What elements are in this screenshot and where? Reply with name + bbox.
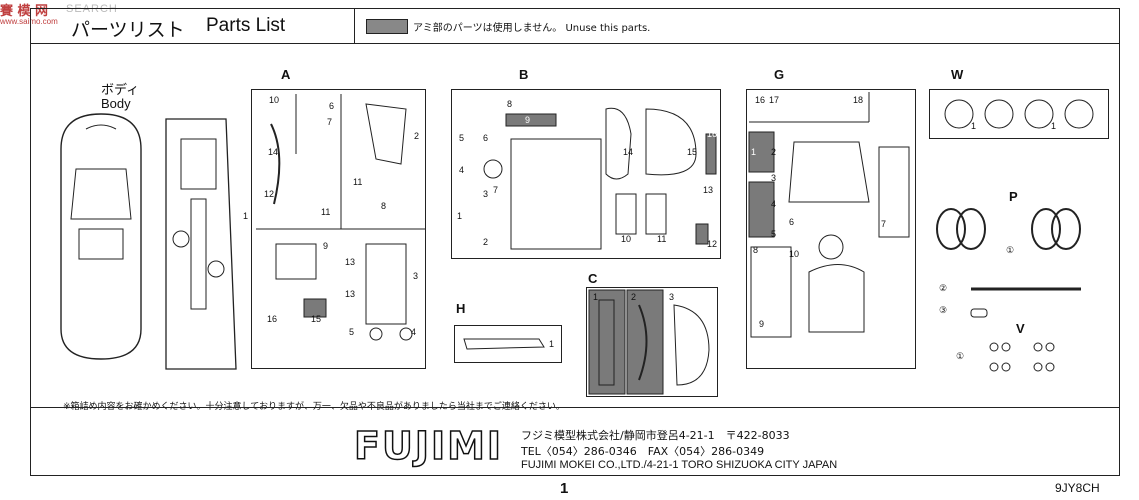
body-drawing [60,113,237,370]
group-b-drawing [483,107,717,250]
part-a-6: 6 [329,101,335,111]
part-b-6: 6 [483,133,489,143]
part-a-11: 11 [321,207,331,217]
part-g-6: 6 [789,217,795,227]
group-g-drawing [748,92,910,338]
part-b-3: 3 [483,189,489,199]
part-a-13b: 13 [345,289,356,299]
body-label-en: Body [101,96,131,111]
document-code: 9JY8CH [1055,481,1100,495]
part-a-7: 7 [327,117,333,127]
company-address-en: FUJIMI MOKEI CO.,LTD./4-21-1 TORO SHIZUO… [521,459,838,471]
part-b-16: 16 [707,129,718,139]
group-p-label: P [1009,189,1018,204]
part-a-16: 16 [267,314,278,324]
part-a-14: 14 [268,147,279,157]
group-h-runner [454,325,562,363]
part-b-14: 14 [623,147,634,157]
watermark-search: SEARCH [66,3,118,15]
part-a-9: 9 [323,241,329,251]
part-p-3: ③ [939,305,948,315]
unuse-note: アミ部のパーツは使用しません。 Unuse this parts. [413,23,651,34]
parts-sheet: パーツリスト Parts List アミ部のパーツは使用しません。 Unuse … [30,8,1120,476]
packing-note: ※箱詰め内容をお確かめください。十分注意しておりますが、万一、欠品や不良品があり… [63,402,565,412]
fujimi-logo: FUJIMI [353,423,504,469]
title-en: Parts List [206,15,286,36]
part-a-3: 3 [413,271,419,281]
body-label-jp: ボディ [101,83,140,98]
part-c-1: 1 [593,292,599,302]
body-part-number: 1 [243,211,249,221]
company-address-jp: フジミ模型株式会社/静岡市登呂4-21-1 〒422-8033 [521,429,790,442]
part-a-11b: 11 [353,177,363,187]
company-phone: TEL〈054〉286-0346 FAX〈054〉286-0349 [521,445,765,458]
group-b-label: B [519,67,529,82]
group-v-label: V [1016,321,1025,336]
part-b-7: 7 [493,185,499,195]
part-g-1: 1 [751,147,757,157]
part-g-7: 7 [881,219,887,229]
part-a-8: 8 [381,201,387,211]
part-g-17: 17 [769,95,780,105]
part-a-5: 5 [349,327,355,337]
part-g-16: 16 [755,95,766,105]
group-a-label: A [281,67,291,82]
footer-divider [31,407,1119,408]
group-w-label: W [951,67,964,82]
part-a-15: 15 [311,314,322,324]
part-b-5: 5 [459,133,465,143]
group-a-drawing [256,94,426,341]
part-w-1: 1 [971,121,977,131]
part-v-1: ① [956,351,965,361]
part-g-2: 2 [771,147,777,157]
page-number: 1 [560,480,569,497]
header-divider [31,43,1119,44]
watermark-logo: 賽 模 网 [0,4,49,19]
group-g-label: G [774,67,785,82]
group-h-drawing [463,338,545,350]
group-c-drawing [588,289,710,395]
group-w-drawing [944,99,1094,129]
part-b-9: 9 [525,115,531,125]
part-a-12: 12 [264,189,275,199]
part-p-2: ② [939,283,948,293]
part-b-12: 12 [707,239,718,249]
part-h-1: 1 [549,339,555,349]
part-g-9: 9 [759,319,765,329]
part-g-3: 3 [771,173,777,183]
part-c-2: 2 [631,292,637,302]
part-g-5: 5 [771,229,777,239]
part-b-15: 15 [687,147,698,157]
part-a-2: 2 [414,131,420,141]
header-vertical-divider [354,9,355,43]
group-p-drawing [936,208,1081,318]
group-v-drawing [989,342,1055,372]
part-a-13: 13 [345,257,356,267]
part-a-10: 10 [269,95,280,105]
part-b-13: 13 [703,185,714,195]
group-c-label: C [588,271,598,286]
part-g-4: 4 [771,199,777,209]
part-b-4: 4 [459,165,465,175]
part-b-2: 2 [483,237,489,247]
part-b-1: 1 [457,211,463,221]
group-w-runner [929,89,1109,139]
unuse-swatch [366,19,408,34]
part-b-8: 8 [507,99,513,109]
part-b-10: 10 [621,234,632,244]
part-c-3: 3 [669,292,675,302]
part-g-8: 8 [753,245,759,255]
part-g-18: 18 [853,95,864,105]
title-jp: パーツリスト [71,19,185,41]
part-g-10: 10 [789,249,800,259]
group-h-label: H [456,301,466,316]
part-p-1: ① [1006,245,1015,255]
watermark-site: www.saimo.com [0,17,58,26]
part-w-1b: 1 [1051,121,1057,131]
part-a-4: 4 [411,327,417,337]
part-b-11: 11 [657,234,667,244]
